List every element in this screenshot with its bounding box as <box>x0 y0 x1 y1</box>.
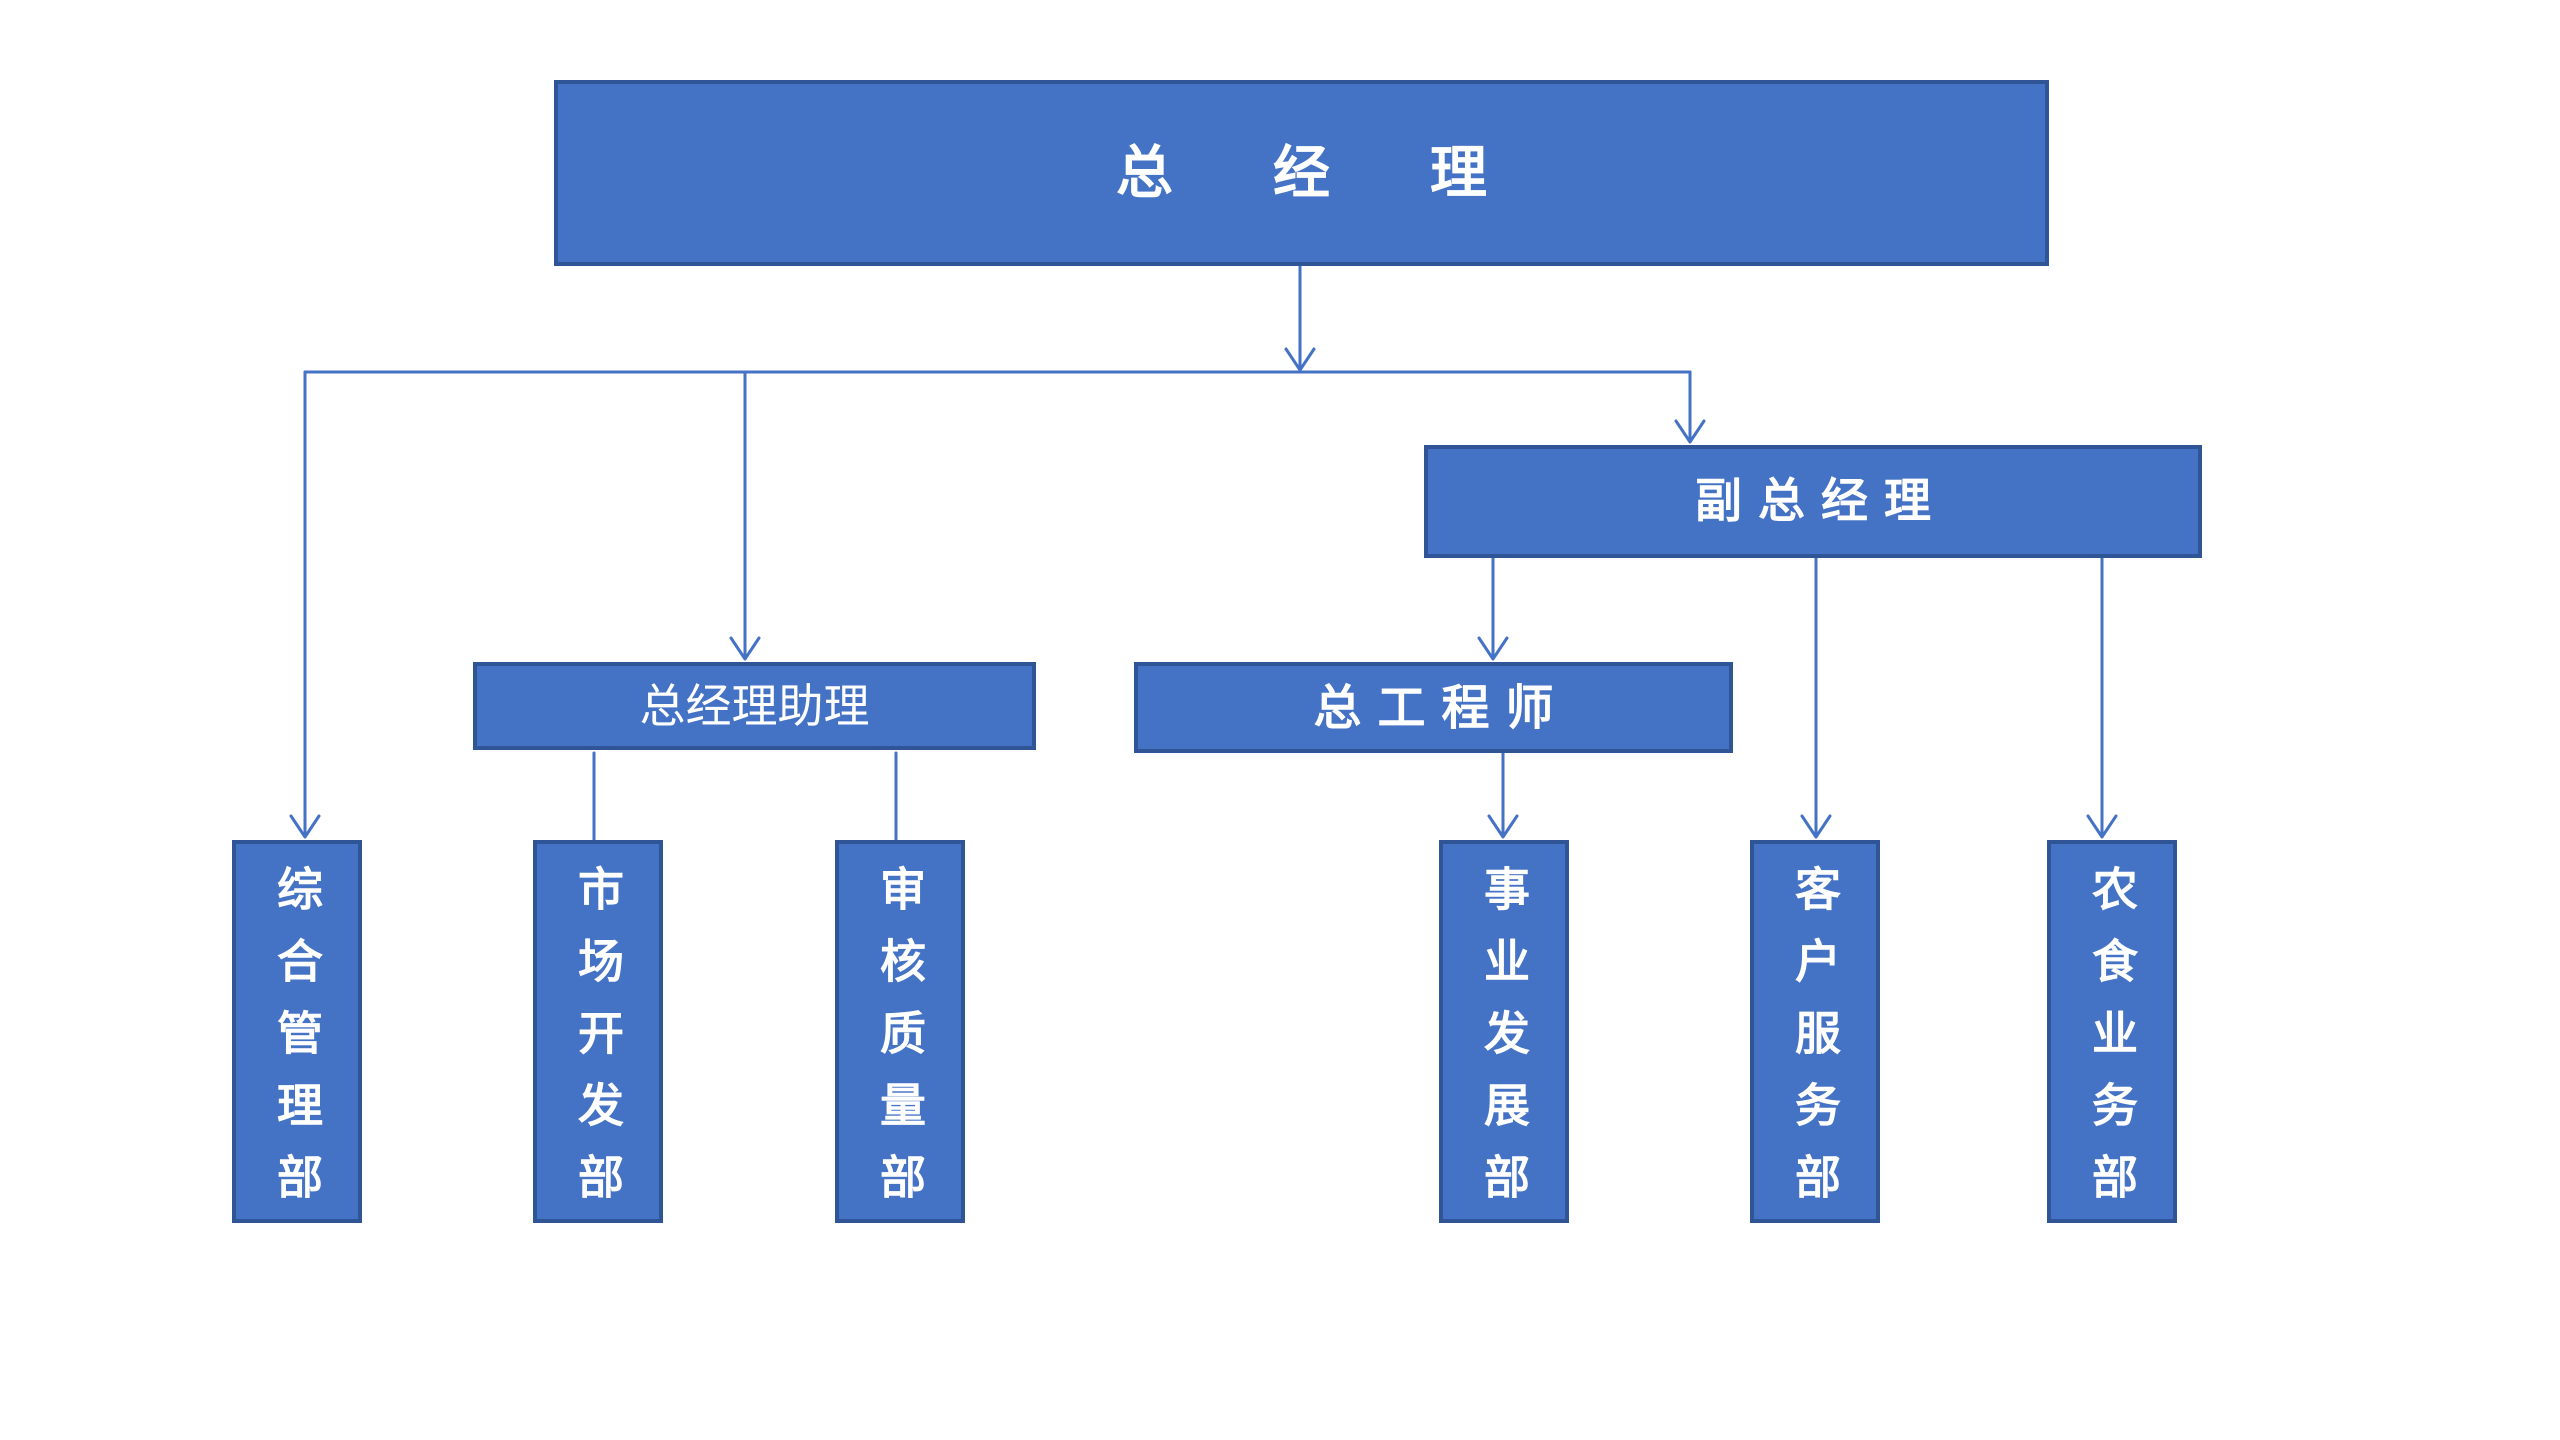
node-deputy-general-manager: 副总经理 <box>1424 445 2202 558</box>
connector-deputy-gm-to-chief-engineer-arrow <box>1477 556 1509 661</box>
node-general-manager: 总经理 <box>554 80 2049 266</box>
connector-branch-to-deputy-gm-arrow <box>1674 370 1706 444</box>
node-assistant-general-manager: 总经理助理 <box>473 662 1036 750</box>
connector-chief-engineer-to-business-dev-arrow <box>1487 751 1519 839</box>
node-chief-engineer: 总工程师 <box>1134 662 1733 753</box>
node-customer-service-dept-label: 客户服务部 <box>1788 864 1842 1225</box>
node-general-admin-dept-label: 综合管理部 <box>270 864 324 1225</box>
node-audit-quality-dept: 审核质量部 <box>835 840 965 1225</box>
node-general-manager-label: 总经理 <box>1116 139 1587 206</box>
node-market-dev-dept: 市场开发部 <box>533 840 663 1225</box>
node-deputy-general-manager-label: 副总经理 <box>1695 474 1947 529</box>
connector-branch-to-general-admin-arrow <box>289 370 321 839</box>
node-general-admin-dept: 综合管理部 <box>232 840 362 1225</box>
node-agri-food-dept-label: 农食业务部 <box>2085 864 2139 1225</box>
node-assistant-general-manager-label: 总经理助理 <box>639 679 870 733</box>
node-customer-service-dept: 客户服务部 <box>1750 840 1880 1225</box>
connector-gm-to-branch-arrow <box>1284 264 1316 372</box>
node-market-dev-dept-label: 市场开发部 <box>571 864 625 1225</box>
node-agri-food-dept: 农食业务部 <box>2047 840 2177 1225</box>
node-business-dev-dept-label: 事业发展部 <box>1477 864 1531 1225</box>
connector-deputy-gm-to-customer-service-arrow <box>1800 556 1832 839</box>
node-business-dev-dept: 事业发展部 <box>1439 840 1569 1225</box>
node-chief-engineer-label: 总工程师 <box>1313 679 1570 736</box>
connector-deputy-gm-to-agri-food-arrow <box>2086 556 2118 839</box>
connector-branch-to-assistant-gm-arrow <box>729 370 761 661</box>
node-audit-quality-dept-label: 审核质量部 <box>873 864 927 1225</box>
